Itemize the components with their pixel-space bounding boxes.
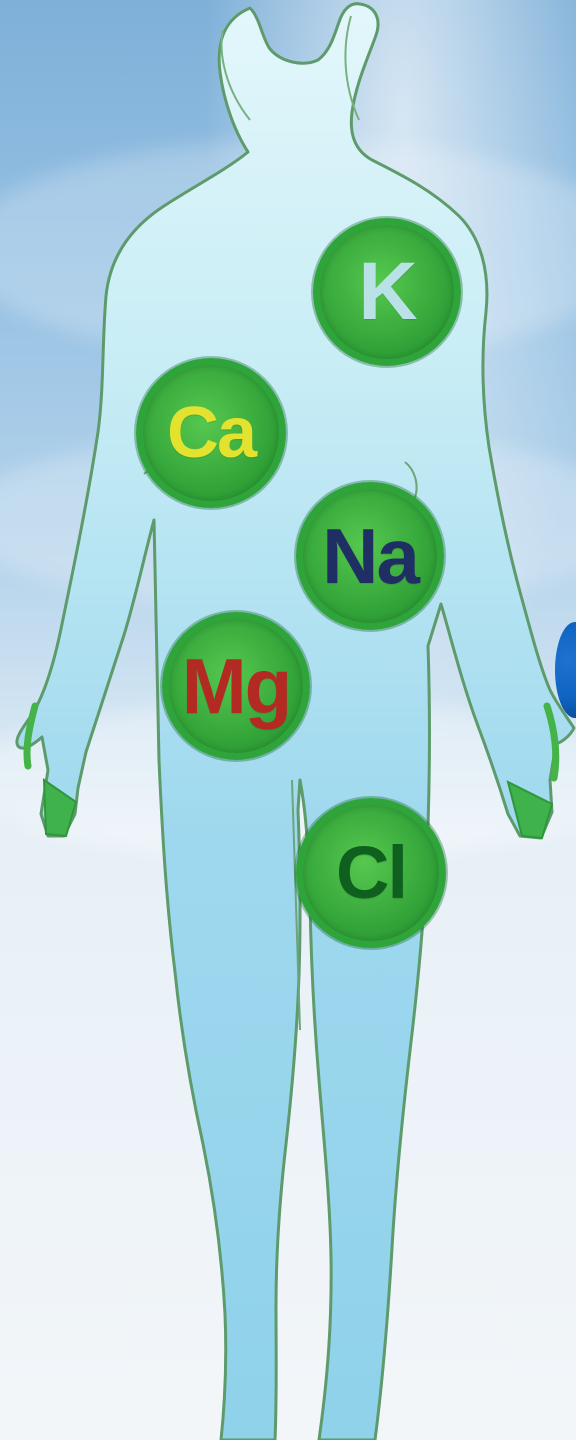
mineral-ca-label: Ca (166, 393, 257, 473)
mineral-k-label: K (358, 246, 417, 337)
mineral-k-badge: K (313, 218, 461, 366)
mineral-na-badge: Na (296, 482, 444, 630)
mineral-mg-badge: Mg (162, 612, 310, 760)
right-edge-blue-shape (555, 622, 576, 718)
mineral-cl-badge: Cl (296, 798, 446, 948)
mineral-cl-label: Cl (336, 831, 408, 914)
mineral-na-label: Na (322, 512, 420, 600)
mineral-mg-label: Mg (181, 642, 293, 730)
mineral-ca-badge: Ca (136, 358, 286, 508)
